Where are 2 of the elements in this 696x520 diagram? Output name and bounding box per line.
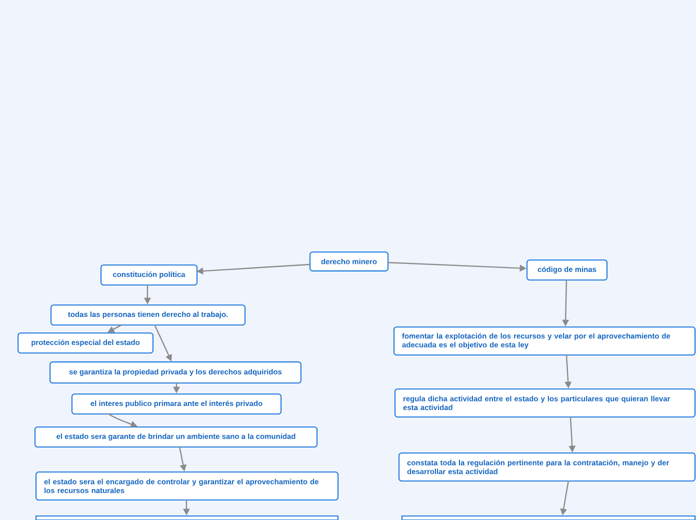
topic-box (35, 515, 339, 520)
topic-box (401, 515, 696, 520)
